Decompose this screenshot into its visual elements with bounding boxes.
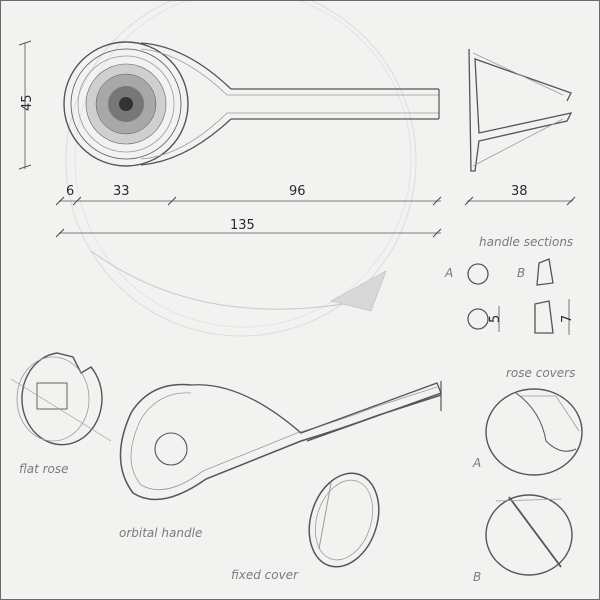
flat-rose-caption: flat rose (19, 462, 69, 476)
rose-cover-a-drawing (485, 388, 583, 476)
section-b-shape (534, 258, 570, 335)
orbital-handle-drawing (119, 381, 442, 501)
background-sketch (65, 1, 417, 337)
section-a-dim: 5 (488, 315, 503, 323)
dim-height: 45 (20, 94, 35, 111)
orbital-handle-caption: orbital handle (119, 526, 202, 540)
handle-side-view (468, 48, 573, 172)
fixed-cover-drawing (308, 472, 380, 568)
flat-rose-drawing (10, 352, 112, 446)
section-b-dim: 7 (560, 315, 575, 323)
rose-cover-b-drawing (485, 494, 573, 576)
rose-cover-b-label: B (473, 570, 481, 584)
handle-sections-title: handle sections (479, 235, 573, 249)
dim-seg-c: 96 (289, 184, 306, 199)
rose-covers-title: rose covers (506, 366, 575, 380)
fixed-cover-caption: fixed cover (231, 568, 299, 582)
dim-side: 38 (511, 184, 528, 199)
dimension-lines (18, 40, 576, 238)
rose-cover-a-label: A (472, 456, 481, 470)
section-b-label: B (517, 266, 525, 280)
dim-total: 135 (230, 218, 255, 233)
section-a-label: A (444, 266, 453, 280)
section-a-shape (467, 263, 500, 332)
dim-seg-a: 6 (66, 184, 74, 199)
dim-seg-b: 33 (113, 184, 130, 199)
handle-plan-view (63, 41, 440, 167)
